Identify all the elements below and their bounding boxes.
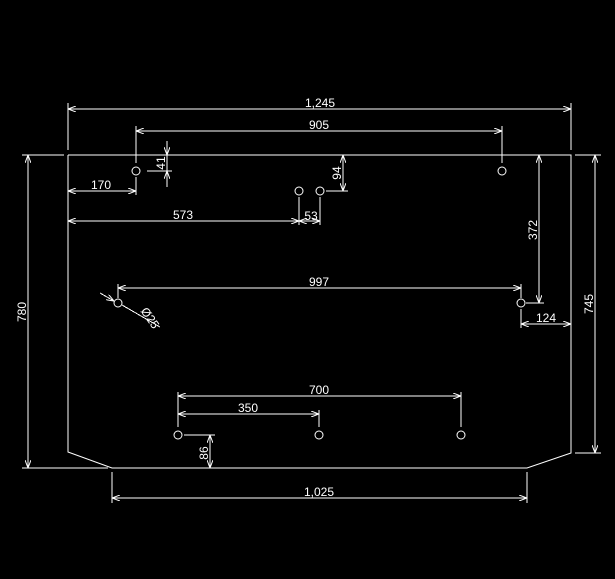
dimension-hole-diameter: Ø25 bbox=[99, 292, 163, 332]
dimension-text: 1,245 bbox=[305, 96, 335, 110]
dimension-text: 1,025 bbox=[304, 485, 334, 499]
hole-top-right bbox=[497, 166, 507, 176]
dimension-hole-pair-offset: 573 bbox=[68, 197, 300, 225]
dimension-hole-pair-depth: 94 bbox=[326, 155, 348, 192]
dimension-text: 573 bbox=[173, 208, 193, 222]
dimension-text: 124 bbox=[536, 311, 556, 325]
dimension-text: 905 bbox=[309, 118, 329, 132]
dimension-text: 745 bbox=[582, 294, 596, 314]
dimension-text: 372 bbox=[526, 220, 540, 240]
dimension-bottom-width: 1,025 bbox=[111, 472, 528, 503]
dimension-bottom-hole-height: 86 bbox=[184, 434, 215, 468]
hole-middle-left bbox=[113, 298, 123, 308]
dimension-text: 350 bbox=[238, 401, 258, 415]
dimension-right-hole-depth: 372 bbox=[526, 155, 544, 304]
dimension-text: 997 bbox=[309, 275, 329, 289]
hole-pair-right bbox=[315, 186, 325, 196]
hole-middle-right bbox=[516, 298, 526, 308]
dimension-overall-height: 780 bbox=[15, 154, 108, 469]
hole-bottom-center bbox=[314, 430, 324, 440]
leader-line bbox=[121, 304, 161, 328]
dimension-top-left-hole-offset: 170 bbox=[68, 177, 137, 195]
hole-top-left bbox=[131, 166, 141, 176]
hole-pair-left bbox=[294, 186, 304, 196]
mounting-holes bbox=[113, 166, 526, 440]
dimension-hole-pair-spacing: 53 bbox=[299, 197, 321, 225]
plate-outline bbox=[67, 154, 572, 469]
dimension-top-hole-depth: 41 bbox=[147, 141, 172, 187]
dimension-bottom-half-spacing: 350 bbox=[178, 401, 320, 427]
dimension-side-height: 745 bbox=[575, 154, 601, 454]
leader-line bbox=[99, 292, 114, 301]
dimension-overall-width: 1,245 bbox=[67, 96, 572, 150]
dimension-text: 53 bbox=[304, 209, 318, 223]
dimension-right-hole-offset: 124 bbox=[520, 309, 571, 328]
dimension-text: 170 bbox=[91, 178, 111, 192]
dimension-bottom-holes-spacing: 700 bbox=[177, 383, 462, 427]
dimension-top-holes-spacing: 905 bbox=[135, 118, 503, 163]
dimension-text: 700 bbox=[309, 383, 329, 397]
dimension-text: 41 bbox=[154, 156, 168, 170]
dimension-text: 94 bbox=[330, 166, 344, 180]
dimension-text: 780 bbox=[15, 302, 29, 322]
hole-bottom-right bbox=[456, 430, 466, 440]
hole-bottom-left bbox=[173, 430, 183, 440]
dimension-middle-holes-spacing: 997 bbox=[117, 275, 522, 298]
dimension-text: Ø25 bbox=[138, 305, 163, 332]
dimension-text: 86 bbox=[197, 446, 211, 460]
